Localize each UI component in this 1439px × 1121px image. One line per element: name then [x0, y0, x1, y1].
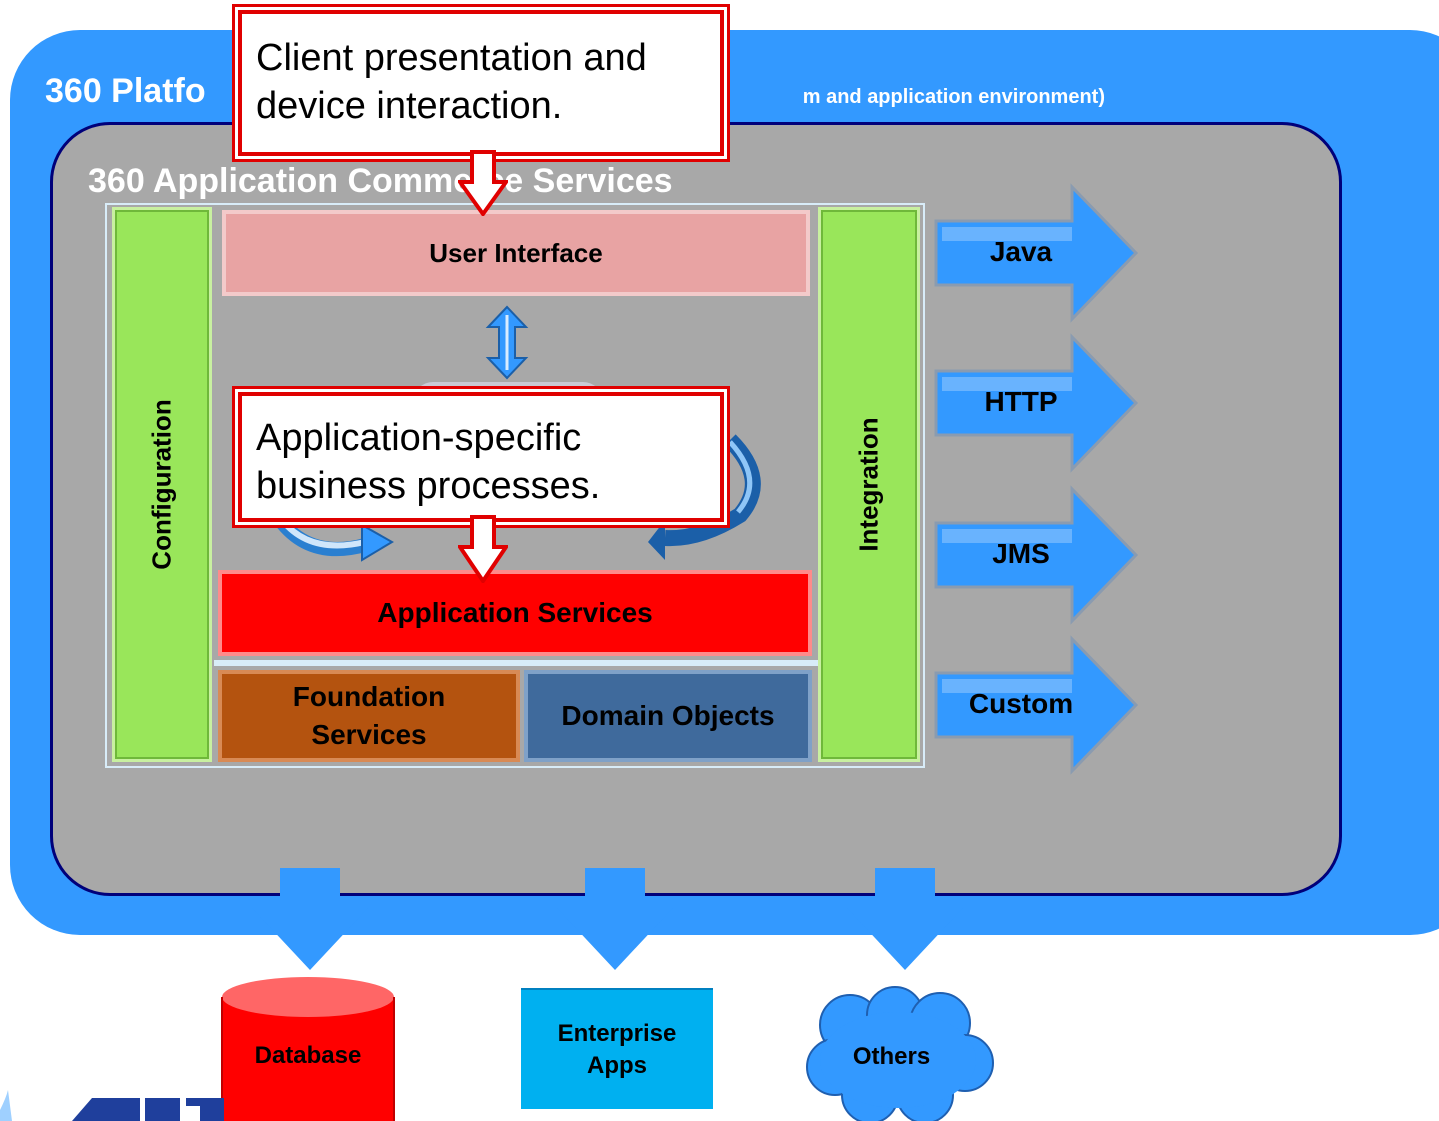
callout-business-processes: Application-specific business processes. [238, 392, 724, 522]
callout-client-line1: Client presentation and [256, 37, 647, 79]
callout-client-pointer [458, 150, 508, 216]
protocol-label-java: Java [989, 236, 1053, 267]
protocol-label-jms: JMS [992, 538, 1050, 569]
callout-client-line2: device interaction. [256, 85, 563, 127]
callout-business-line2: business processes. [256, 465, 601, 507]
protocol-arrow-java [934, 183, 1139, 323]
callout-business-line1: Application-specific [256, 417, 582, 459]
foundation-services-label-2: Services [311, 719, 427, 750]
cloud-icon [806, 986, 994, 1121]
platform-subtitle: m and application environment) [802, 86, 1105, 108]
callout-client-presentation: Client presentation and device interacti… [238, 10, 724, 156]
protocol-label-http: HTTP [984, 386, 1058, 417]
enterprise-apps-label: Enterprise Apps [521, 1018, 713, 1082]
protocol-label-custom: Custom [968, 688, 1074, 719]
callout-business-pointer [458, 515, 508, 583]
integration-label: Integration [853, 417, 884, 552]
others-label: Others [852, 1043, 931, 1070]
configuration-label: Configuration [146, 399, 177, 570]
process-cycle-arrows [274, 434, 761, 562]
enterprise-apps-line1: Enterprise [557, 1020, 677, 1047]
protocol-arrow-http [934, 333, 1139, 473]
foundation-services-layer: Foundation Services [218, 670, 520, 762]
database-icon [221, 977, 395, 1121]
protocol-arrow-jms [934, 485, 1139, 625]
double-arrow-icon [485, 305, 529, 380]
platform-title: 360 Platfo [45, 72, 206, 110]
application-services-layer: Application Services [218, 570, 812, 656]
logo-fragment [0, 1090, 224, 1121]
connector-arrow-enterprise [557, 868, 673, 970]
integration-bar [818, 207, 920, 762]
database-label: Database [254, 1042, 362, 1069]
enterprise-apps-box [521, 988, 713, 1109]
foundation-services-label-1: Foundation [292, 681, 446, 712]
user-interface-layer: User Interface [222, 210, 810, 296]
layer-divider [214, 660, 818, 666]
connector-arrow-database [252, 868, 368, 970]
configuration-bar [112, 207, 212, 762]
commerce-services-title: 360 Application Commerce Services [88, 162, 673, 200]
domain-objects-layer: Domain Objects [524, 670, 812, 762]
enterprise-apps-line2: Apps [587, 1052, 647, 1079]
protocol-arrow-custom [934, 635, 1139, 775]
connector-arrow-others [847, 868, 963, 970]
